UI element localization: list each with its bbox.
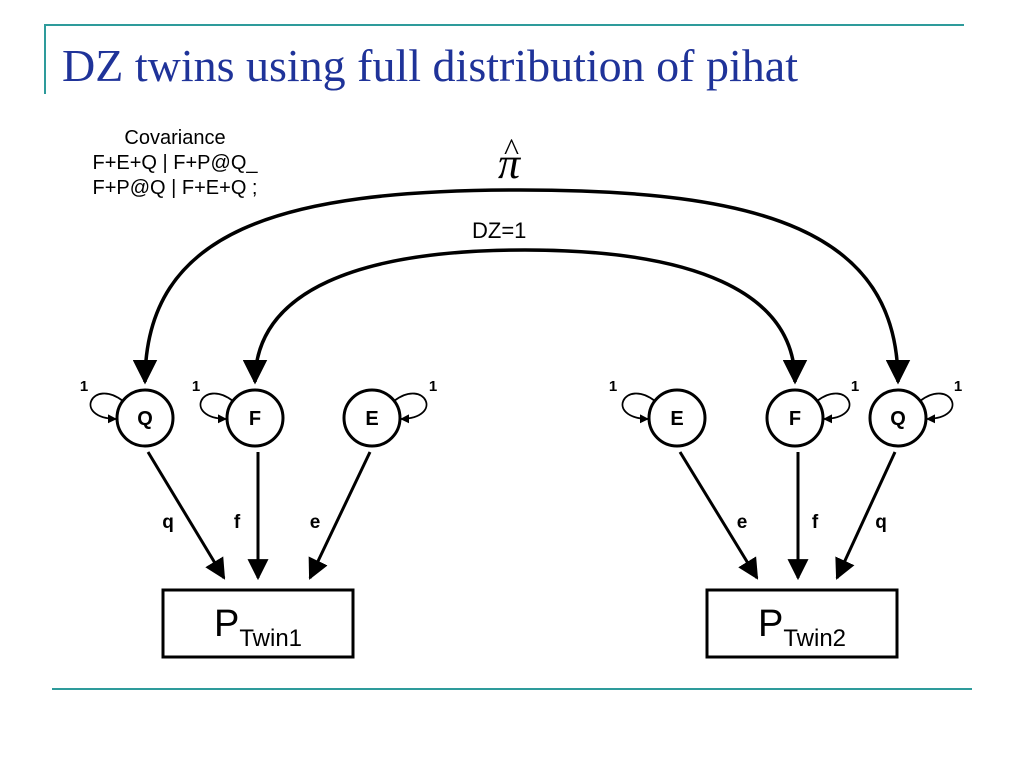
twin1-e-path-label: e — [310, 512, 321, 533]
covariance-line-2: F+P@Q | F+E+Q ; — [92, 177, 258, 199]
twin1-q-path-label: q — [162, 512, 174, 533]
twin2-node-q: Q 1 — [868, 378, 962, 448]
twin1-e-path-arrow — [308, 451, 372, 580]
pihat-hat: ^ — [504, 131, 519, 167]
twin2-node-e: E 1 — [609, 378, 707, 448]
twin2-q-variance-loop — [919, 392, 954, 424]
twin2-f-path-label: f — [812, 512, 819, 533]
twin2-node-e-label: E — [670, 408, 683, 430]
twin1-q-variance-loop — [89, 392, 124, 424]
twin1-f-variance: 1 — [192, 378, 200, 395]
twin1-node-f: F 1 — [192, 378, 285, 448]
slide-title: DZ twins using full distribution of piha… — [62, 40, 798, 91]
twin1-phenotype-box: PTwin1 — [161, 588, 355, 659]
twin2-f-variance: 1 — [851, 378, 859, 395]
pihat-label: π — [498, 139, 522, 188]
dz-inner-curve — [242, 248, 808, 385]
twin1-e-variance: 1 — [429, 378, 437, 395]
covariance-block: Covariance F+E+Q | F+P@Q_ F+P@Q | F+E+Q … — [55, 126, 295, 201]
twin1-box-sub: Twin1 — [239, 625, 302, 652]
twin2-box-main: P — [758, 603, 783, 645]
twin2-node-f: F 1 — [765, 378, 859, 448]
twin2-e-variance: 1 — [609, 378, 617, 395]
twin2-q-path-arrow — [835, 451, 897, 580]
title-rule-vertical — [44, 24, 46, 94]
bottom-rule — [52, 688, 972, 690]
twin2-q-path-label: q — [875, 512, 887, 533]
twin2-q-variance: 1 — [954, 378, 962, 395]
twin1-q-path-arrow — [146, 451, 226, 580]
twin1-phenotype-label: PTwin1 — [214, 603, 302, 652]
pihat-outer-curve — [132, 188, 911, 385]
twin2-node-f-label: F — [789, 408, 801, 430]
twin2-e-path-arrow — [678, 451, 759, 580]
twin2-box-sub: Twin2 — [783, 625, 846, 652]
twin1-e-variance-loop — [393, 392, 428, 424]
twin2-f-variance-loop — [816, 392, 851, 424]
twin1-f-path-label: f — [234, 512, 241, 533]
title-rule-horizontal — [44, 24, 964, 26]
covariance-heading: Covariance — [124, 127, 226, 149]
twin2-node-q-label: Q — [890, 408, 906, 430]
twin2-e-path-label: e — [737, 512, 748, 533]
twin1-q-variance: 1 — [80, 378, 88, 395]
twin1-f-variance-loop — [199, 392, 234, 424]
twin2-phenotype-box: PTwin2 — [705, 588, 899, 659]
twin2-e-variance-loop — [621, 392, 656, 424]
twin1-node-q: Q 1 — [80, 378, 175, 448]
twin1-node-e: E 1 — [342, 378, 437, 448]
dz-label: DZ=1 — [472, 218, 526, 243]
twin1-node-e-label: E — [365, 408, 378, 430]
twin2-phenotype-label: PTwin2 — [758, 603, 846, 652]
covariance-line-1: F+E+Q | F+P@Q_ — [92, 152, 258, 174]
twin1-node-q-label: Q — [137, 408, 153, 430]
twin1-box-main: P — [214, 603, 239, 645]
twin1-node-f-label: F — [249, 408, 261, 430]
